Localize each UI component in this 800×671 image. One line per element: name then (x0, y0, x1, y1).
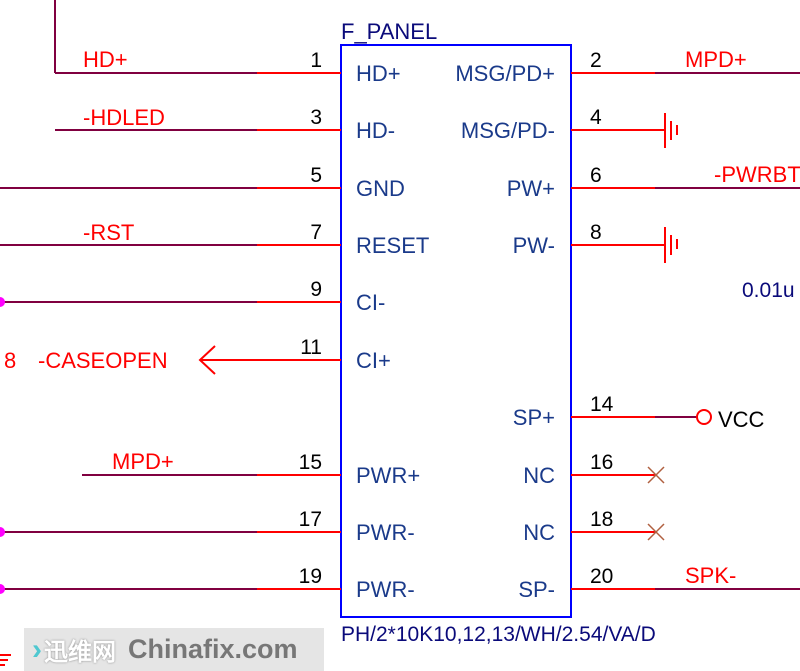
component-body (340, 44, 572, 618)
pin-number: 7 (310, 221, 322, 244)
ground-symbol-icon (0, 654, 11, 666)
pin-number: 2 (590, 49, 602, 72)
pin-name: RESET (356, 233, 429, 258)
pin-number: 20 (590, 565, 613, 588)
net-label-spk: SPK- (685, 563, 736, 588)
pin-name: GND (356, 176, 405, 201)
junction-dot (0, 527, 5, 537)
junction-dot (0, 584, 5, 594)
no-connect-icon (647, 466, 665, 484)
net-label-caseopen: -CASEOPEN (38, 348, 168, 373)
pin-number: 4 (590, 106, 602, 129)
pin-name: PW+ (507, 176, 555, 201)
net-label-mpd-left: MPD+ (112, 449, 174, 474)
component-footprint: PH/2*10K10,12,13/WH/2.54/VA/D (341, 623, 656, 646)
pin-number: 6 (590, 164, 602, 187)
pin-name: MSG/PD+ (455, 61, 555, 86)
net-label-pwrbt: -PWRBT (714, 162, 800, 187)
ground-symbol-icon (664, 113, 678, 148)
pin-number: 5 (310, 164, 322, 187)
no-connect-icon (647, 523, 665, 541)
pin-number: 1 (310, 49, 322, 72)
pin-number: 11 (300, 336, 322, 359)
pin-name: CI- (356, 290, 385, 315)
pin-name: HD- (356, 118, 395, 143)
pin-number: 18 (590, 508, 613, 531)
net-ref-caseopen: 8 (4, 348, 16, 373)
component-title: F_PANEL (341, 19, 437, 44)
pin-name: SP+ (513, 405, 555, 430)
power-label-vcc: VCC (718, 407, 765, 432)
pin-number: 19 (299, 565, 322, 588)
pin-number: 9 (310, 278, 322, 301)
pin-number: 15 (299, 451, 322, 474)
pin-number: 8 (590, 221, 602, 244)
pin-number: 17 (299, 508, 322, 531)
net-label-hd-plus: HD+ (83, 47, 128, 72)
pin-name: PW- (513, 233, 555, 258)
pin-name: SP- (518, 577, 555, 602)
pin-name: PWR- (356, 577, 415, 602)
pin-name: PWR- (356, 520, 415, 545)
pin-name: PWR+ (356, 463, 420, 488)
watermark: › 迅维网 Chinafix.com (24, 628, 324, 671)
pin-number: 16 (590, 451, 613, 474)
net-label-hdled: -HDLED (83, 105, 165, 130)
pin-name: NC (523, 520, 555, 545)
pin-name: CI+ (356, 348, 391, 373)
net-label-mpd-right: MPD+ (685, 47, 747, 72)
pin-number: 3 (310, 106, 322, 129)
junction-dot (0, 297, 5, 307)
net-label-rst: -RST (83, 220, 134, 245)
watermark-logo-icon: › (32, 632, 42, 666)
cap-value-label: 0.01u (742, 279, 795, 302)
watermark-chinese: 迅维网 (44, 639, 116, 666)
port-arrow-icon (198, 345, 216, 375)
ground-symbol-icon (664, 227, 678, 263)
pin-name: MSG/PD- (461, 118, 555, 143)
watermark-site: Chinafix.com (128, 634, 298, 664)
pin-name: NC (523, 463, 555, 488)
pin-number: 14 (590, 393, 614, 416)
vcc-port-icon (696, 409, 712, 425)
pin-name: HD+ (356, 61, 401, 86)
